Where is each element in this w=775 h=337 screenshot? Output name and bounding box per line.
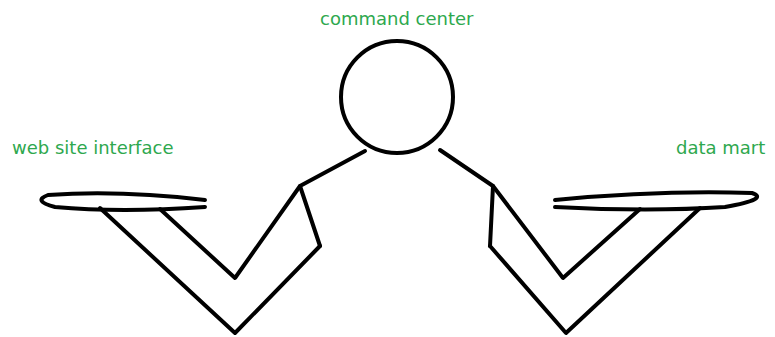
right-body-line	[440, 150, 493, 246]
head-circle	[341, 41, 453, 153]
left-palm	[41, 193, 205, 210]
right-arm-inner	[493, 186, 640, 278]
right-arm-outer	[490, 208, 700, 333]
left-arm-outer	[100, 208, 320, 333]
left-body-line	[300, 151, 365, 246]
part-label: command center	[320, 8, 473, 30]
part-label: data mart	[676, 137, 765, 159]
part-label: web site interface	[12, 137, 173, 159]
right-palm	[555, 192, 757, 209]
left-arm-inner	[160, 186, 300, 278]
